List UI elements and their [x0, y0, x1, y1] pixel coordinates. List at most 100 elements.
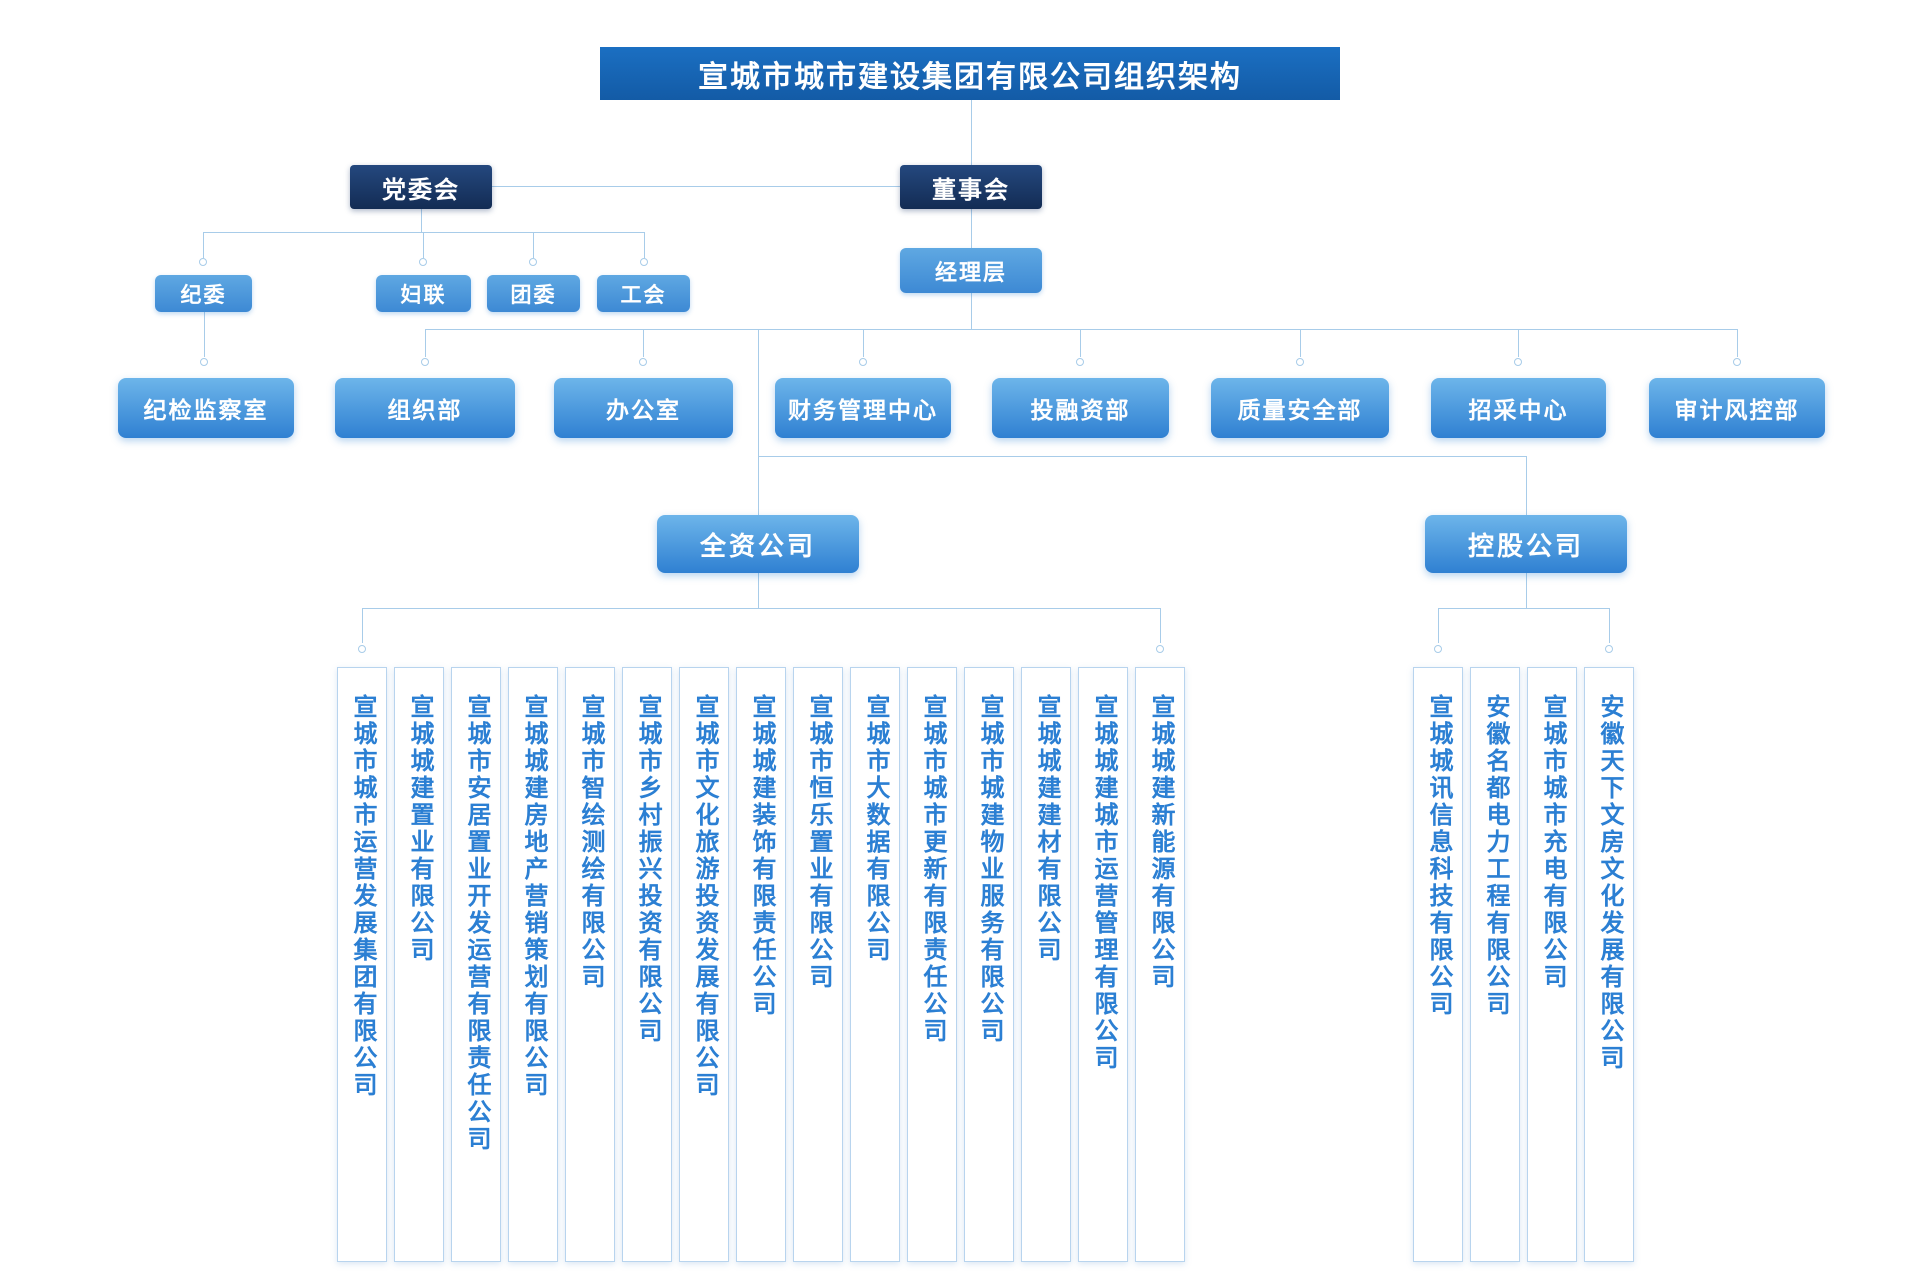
node-wholly-owned-group: 全资公司 [657, 515, 859, 573]
company-name: 宣城城讯信息科技有限公司 [1425, 694, 1452, 1018]
node-management-layer: 经理层 [900, 248, 1042, 293]
connector-line [971, 293, 972, 329]
company-name: 宣城市安居置业开发运营有限责任公司 [463, 694, 490, 1153]
node-youth-league: 团委 [487, 275, 580, 312]
node-womens-federation: 妇联 [376, 275, 471, 312]
connector-node [1296, 358, 1304, 366]
company-name: 宣城城建新能源有限公司 [1147, 694, 1174, 991]
connector-node [421, 358, 429, 366]
company-name: 宣城城建建材有限公司 [1033, 694, 1060, 964]
company-box: 宣城市乡村振兴投资有限公司 [622, 667, 672, 1262]
connector-line [362, 608, 363, 643]
company-box: 宣城市文化旅游投资发展有限公司 [679, 667, 729, 1262]
connector-line [1609, 608, 1610, 643]
connector-line [492, 186, 900, 187]
node-department: 纪检监察室 [118, 378, 294, 438]
company-box: 宣城城建置业有限公司 [394, 667, 444, 1262]
company-box: 宣城城讯信息科技有限公司 [1413, 667, 1463, 1262]
connector-line [644, 232, 645, 258]
connector-line [425, 329, 426, 357]
connector-node [199, 258, 207, 266]
node-board: 董事会 [900, 165, 1042, 209]
company-name: 宣城市城市更新有限责任公司 [919, 694, 946, 1045]
company-box: 宣城市安居置业开发运营有限责任公司 [451, 667, 501, 1262]
node-holding-group: 控股公司 [1425, 515, 1627, 573]
company-name: 宣城市恒乐置业有限公司 [805, 694, 832, 991]
node-discipline-committee: 纪委 [155, 275, 252, 312]
company-name: 宣城市乡村振兴投资有限公司 [634, 694, 661, 1045]
company-name: 宣城市文化旅游投资发展有限公司 [691, 694, 718, 1099]
node-labor-union: 工会 [597, 275, 690, 312]
node-department: 办公室 [554, 378, 733, 438]
connector-line [758, 573, 759, 608]
connector-node [1156, 645, 1164, 653]
node-department: 招采中心 [1431, 378, 1606, 438]
connector-node [1076, 358, 1084, 366]
connector-line [971, 209, 972, 248]
connector-line [421, 209, 422, 232]
company-box: 宣城城建房地产营销策划有限公司 [508, 667, 558, 1262]
company-name: 宣城市智绘测绘有限公司 [577, 694, 604, 991]
connector-line [203, 232, 204, 258]
company-box: 宣城城建装饰有限责任公司 [736, 667, 786, 1262]
company-box: 宣城市智绘测绘有限公司 [565, 667, 615, 1262]
connector-line [971, 100, 972, 165]
company-box: 安徽名都电力工程有限公司 [1470, 667, 1520, 1262]
connector-node [639, 358, 647, 366]
chart-title: 宣城市城市建设集团有限公司组织架构 [600, 47, 1340, 100]
company-name: 宣城城建城市运营管理有限公司 [1090, 694, 1117, 1072]
company-box: 宣城市恒乐置业有限公司 [793, 667, 843, 1262]
company-box: 宣城市城市运营发展集团有限公司 [337, 667, 387, 1262]
connector-line [1438, 608, 1609, 609]
connector-line [1160, 608, 1161, 643]
connector-line [425, 329, 1737, 330]
company-name: 宣城市城市运营发展集团有限公司 [349, 694, 376, 1099]
node-department: 投融资部 [992, 378, 1169, 438]
connector-node [1605, 645, 1613, 653]
node-department: 质量安全部 [1211, 378, 1389, 438]
connector-line [1526, 456, 1527, 515]
connector-line [863, 329, 864, 357]
connector-node [640, 258, 648, 266]
company-box: 宣城市大数据有限公司 [850, 667, 900, 1262]
company-box: 宣城城建新能源有限公司 [1135, 667, 1185, 1262]
company-box: 宣城市城建物业服务有限公司 [964, 667, 1014, 1262]
company-name: 宣城城建房地产营销策划有限公司 [520, 694, 547, 1099]
connector-node [1733, 358, 1741, 366]
connector-line [1438, 608, 1439, 643]
connector-node [200, 358, 208, 366]
company-name: 宣城市城建物业服务有限公司 [976, 694, 1003, 1045]
connector-node [1514, 358, 1522, 366]
company-box: 宣城市城市充电有限公司 [1527, 667, 1577, 1262]
connector-line [423, 232, 424, 258]
node-department: 审计风控部 [1649, 378, 1825, 438]
company-box: 宣城城建建材有限公司 [1021, 667, 1071, 1262]
connector-node [419, 258, 427, 266]
connector-node [529, 258, 537, 266]
connector-line [758, 456, 1526, 457]
connector-line [362, 608, 1160, 609]
company-box: 宣城市城市更新有限责任公司 [907, 667, 957, 1262]
company-name: 宣城城建置业有限公司 [406, 694, 433, 964]
connector-line [643, 329, 644, 357]
connector-line [1080, 329, 1081, 357]
company-name: 安徽天下文房文化发展有限公司 [1596, 694, 1623, 1072]
company-name: 宣城城建装饰有限责任公司 [748, 694, 775, 1018]
node-party-committee: 党委会 [350, 165, 492, 209]
company-box: 宣城城建城市运营管理有限公司 [1078, 667, 1128, 1262]
company-name: 宣城市大数据有限公司 [862, 694, 889, 964]
connector-line [1737, 329, 1738, 357]
connector-line [1518, 329, 1519, 357]
connector-line [533, 232, 534, 258]
connector-node [1434, 645, 1442, 653]
company-name: 安徽名都电力工程有限公司 [1482, 694, 1509, 1018]
company-box: 安徽天下文房文化发展有限公司 [1584, 667, 1634, 1262]
connector-line [204, 311, 205, 357]
connector-node [859, 358, 867, 366]
connector-line [758, 329, 759, 515]
connector-node [358, 645, 366, 653]
company-name: 宣城市城市充电有限公司 [1539, 694, 1566, 991]
connector-line [1526, 573, 1527, 608]
node-department: 财务管理中心 [775, 378, 951, 438]
